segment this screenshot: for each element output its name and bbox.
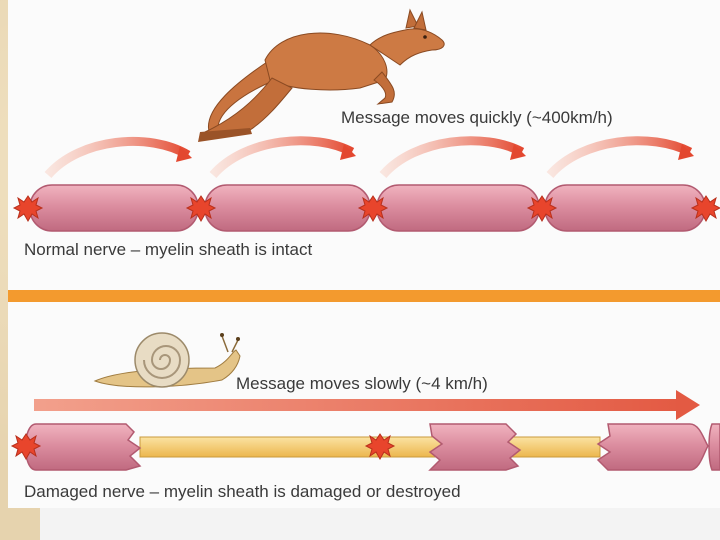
normal-nerve-caption: Normal nerve – myelin sheath is intact (24, 240, 312, 260)
slow-message-label: Message moves slowly (~4 km/h) (236, 374, 488, 394)
fast-message-label: Message moves quickly (~400km/h) (341, 108, 613, 128)
damaged-nerve-caption: Damaged nerve – myelin sheath is damaged… (24, 482, 461, 502)
impulse-jump-arrows (48, 141, 694, 175)
section-divider (8, 290, 720, 302)
slow-impulse-arrow (34, 390, 700, 420)
snail-icon (95, 333, 240, 387)
